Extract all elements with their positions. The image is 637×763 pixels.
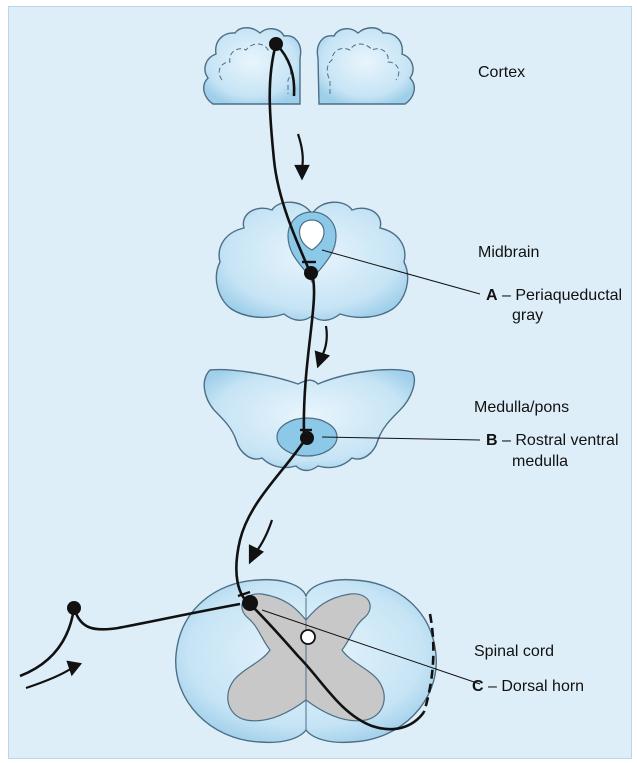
arrow-head-2: [316, 352, 328, 366]
primary-afferent-neuron: [67, 601, 81, 615]
label-c-letter: C: [472, 678, 484, 695]
neurons: [67, 37, 318, 644]
label-b-line2: medulla: [512, 452, 568, 472]
label-c-line1: Dorsal horn: [501, 678, 584, 695]
arrow-head-3: [250, 546, 262, 562]
label-periaqueductal-gray: A – Periaqueductal: [486, 286, 622, 306]
label-cortex: Cortex: [478, 63, 525, 83]
spinal-cord-section: [176, 580, 437, 743]
label-b-separator: –: [498, 432, 516, 449]
label-a-line2: gray: [512, 306, 543, 326]
label-rostral-ventral-medulla: B – Rostral ventral: [486, 431, 619, 451]
medulla-section: [204, 370, 414, 471]
label-a-separator: –: [498, 287, 516, 304]
dorsal-horn-neuron: [242, 595, 258, 611]
cortex-neuron: [269, 37, 283, 51]
label-midbrain: Midbrain: [478, 243, 539, 263]
cortex-right-hemisphere: [317, 28, 414, 104]
label-medulla-pons: Medulla/pons: [474, 398, 569, 418]
arrow-head-4: [68, 662, 80, 674]
rvm-neuron: [300, 431, 314, 445]
cortex-left-hemisphere: [204, 28, 301, 104]
label-dorsal-horn: C – Dorsal horn: [472, 677, 584, 697]
label-a-line1: Periaqueductal: [515, 287, 622, 304]
arrow-head-1: [296, 166, 308, 178]
label-spinal-cord: Spinal cord: [474, 642, 554, 662]
label-a-letter: A: [486, 287, 498, 304]
label-c-separator: –: [484, 678, 502, 695]
pag-neuron: [304, 266, 318, 280]
label-b-line1: Rostral ventral: [515, 432, 618, 449]
interneuron: [301, 630, 315, 644]
label-b-letter: B: [486, 432, 498, 449]
